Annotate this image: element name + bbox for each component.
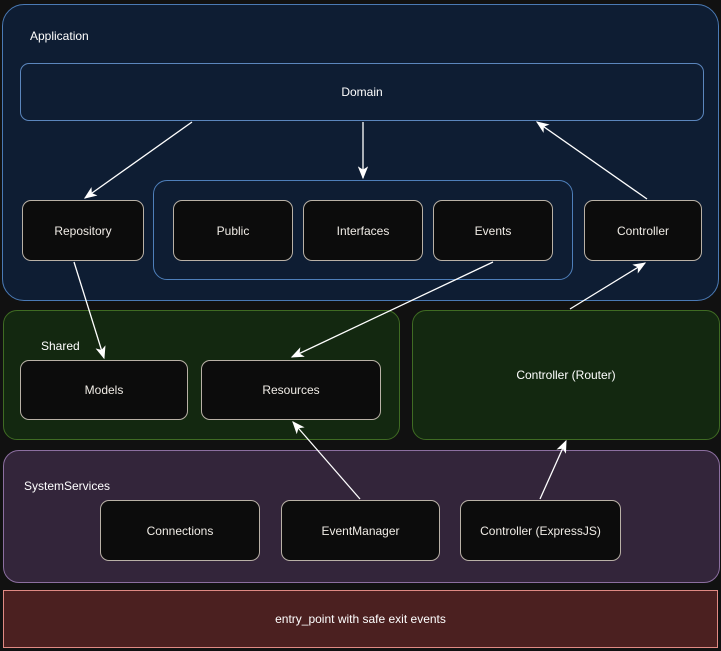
group-application-label: Application [30,29,89,43]
node-repository[interactable]: Repository [22,200,144,261]
node-events[interactable]: Events [433,200,553,261]
node-controller-router[interactable]: Controller (Router) [412,310,720,440]
node-controller[interactable]: Controller [584,200,702,261]
node-domain-label: Domain [341,85,383,99]
node-events-label: Events [474,223,512,238]
node-controller-router-label: Controller (Router) [516,368,616,382]
node-repository-label: Repository [54,223,112,238]
group-shared-label: Shared [41,339,80,353]
node-domain[interactable]: Domain [20,63,704,121]
node-entry-point[interactable]: entry_point with safe exit events [3,590,718,648]
group-systemservices-label: SystemServices [24,479,111,493]
node-public-label: Public [216,223,250,238]
node-eventmanager[interactable]: EventManager [281,500,440,561]
node-eventmanager-label: EventManager [321,523,400,538]
node-connections[interactable]: Connections [100,500,260,561]
node-models[interactable]: Models [20,360,188,420]
node-models-label: Models [84,383,124,397]
node-interfaces[interactable]: Interfaces [303,200,423,261]
node-public[interactable]: Public [173,200,293,261]
node-controller-expressjs-label: Controller (ExpressJS) [480,523,601,538]
node-resources-label: Resources [262,383,320,397]
node-interfaces-label: Interfaces [336,223,390,238]
node-entry-point-label: entry_point with safe exit events [275,612,446,626]
node-resources[interactable]: Resources [201,360,381,420]
node-controller-label: Controller [616,223,670,238]
node-controller-expressjs[interactable]: Controller (ExpressJS) [460,500,621,561]
node-connections-label: Connections [146,523,214,538]
